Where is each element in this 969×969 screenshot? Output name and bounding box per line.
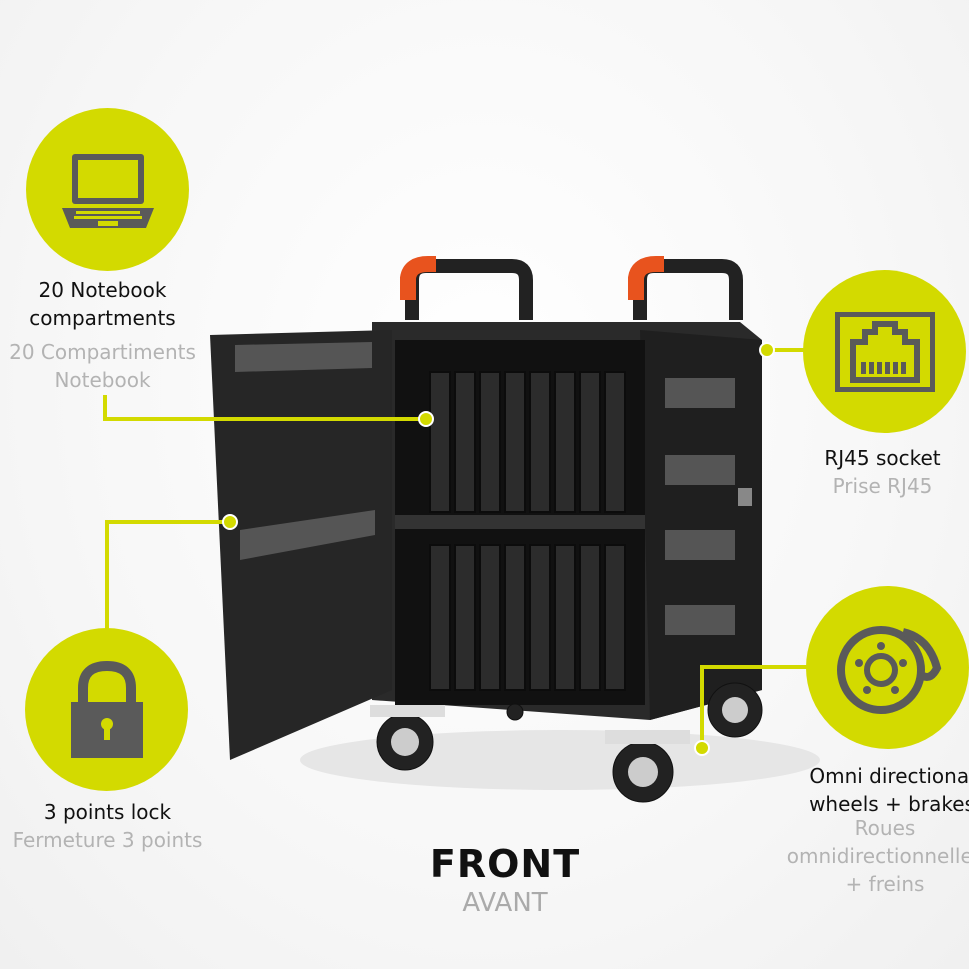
wheels-feature-circle — [806, 586, 969, 749]
compartments-title-line: 20 Notebook — [38, 278, 167, 302]
connector-dot — [759, 342, 775, 358]
wheels-subtitle-line: Roues — [854, 816, 916, 840]
connector-dot — [418, 411, 434, 427]
view-subtitle: AVANT — [462, 888, 548, 918]
ethernet-port-icon — [834, 311, 935, 392]
rj45-feature-circle — [803, 270, 966, 433]
connector-dot — [694, 740, 710, 756]
compartments-subtitle-line: 20 Compartiments — [9, 340, 196, 364]
connector-line — [105, 520, 225, 524]
connector-line — [770, 348, 810, 352]
compartments-title-line: compartments — [29, 306, 176, 330]
wheels-title-fr: Roues omnidirectionnelles + freins — [785, 814, 969, 898]
wheels-title-en: Omni directional wheels + brakes — [792, 762, 969, 818]
connector-line — [700, 665, 812, 669]
lock-title-en: 3 points lock — [43, 800, 172, 824]
left-handle — [405, 259, 533, 320]
padlock-icon — [70, 660, 143, 758]
compartments-title-fr: 20 Compartiments Notebook — [0, 338, 205, 394]
connector-line — [103, 417, 426, 421]
compartments-title-en: 20 Notebook compartments — [0, 276, 205, 332]
laptop-icon — [61, 153, 154, 228]
wheels-title-line: wheels + brakes — [809, 792, 969, 816]
connector-line — [105, 520, 109, 638]
rj45-title-fr: Prise RJ45 — [832, 474, 933, 498]
connector-line — [700, 665, 704, 747]
connector-line — [103, 395, 107, 420]
connector-dot — [222, 514, 238, 530]
rj45-title-en: RJ45 socket — [824, 446, 941, 470]
brake-disc-icon — [836, 625, 941, 714]
right-handle — [633, 259, 743, 320]
wheels-subtitle-line: + freins — [845, 872, 925, 896]
lock-feature-circle — [25, 628, 188, 791]
compartments-subtitle-line: Notebook — [54, 368, 151, 392]
compartments-feature-circle — [26, 108, 189, 271]
view-title: FRONT — [429, 842, 581, 886]
lock-title-fr: Fermeture 3 points — [12, 828, 203, 852]
wheels-title-line: Omni directional — [809, 764, 969, 788]
wheels-subtitle-line: omnidirectionnelles — [786, 844, 969, 868]
